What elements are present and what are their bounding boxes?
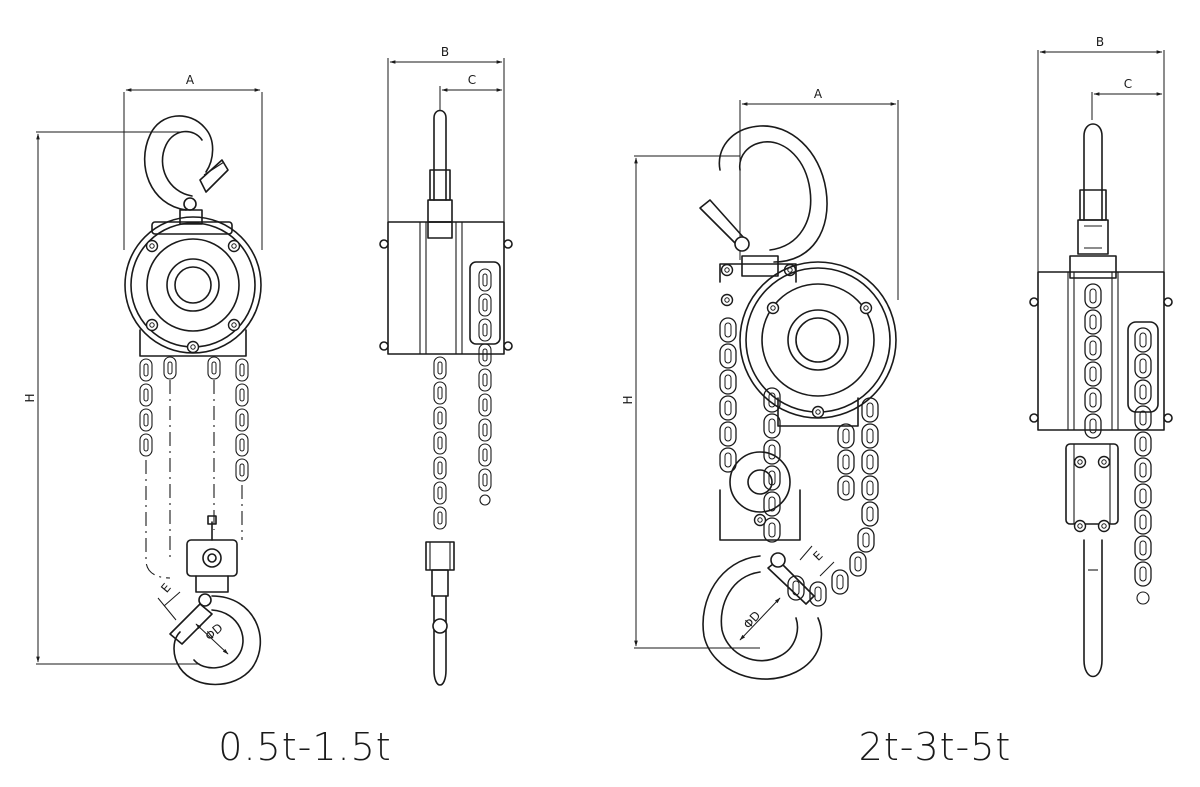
- right-dim-b-label: B: [1096, 35, 1104, 49]
- right-dim-a-label: A: [814, 87, 823, 101]
- right-side-view: [1029, 50, 1173, 678]
- left-side-view: [379, 58, 513, 686]
- left-dim-b-label: B: [441, 45, 449, 59]
- left-front-view: [36, 88, 263, 686]
- left-dim-a-label: A: [186, 73, 195, 87]
- left-capacity-caption: 0.5t-1.5t: [218, 725, 391, 769]
- right-dim-c-label: C: [1124, 77, 1132, 91]
- right-dim-d-label: ΦD: [741, 608, 764, 631]
- right-dim-h-label: H: [621, 395, 635, 404]
- left-dim-c-label: C: [468, 73, 476, 87]
- left-dim-h-label: H: [23, 393, 37, 402]
- right-dim-e-label: E: [810, 548, 825, 563]
- left-dim-d-label: ΦD: [202, 621, 225, 644]
- left-dim-e-label: E: [158, 581, 174, 596]
- right-capacity-caption: 2t-3t-5t: [859, 725, 1012, 769]
- right-front-view: [634, 100, 899, 680]
